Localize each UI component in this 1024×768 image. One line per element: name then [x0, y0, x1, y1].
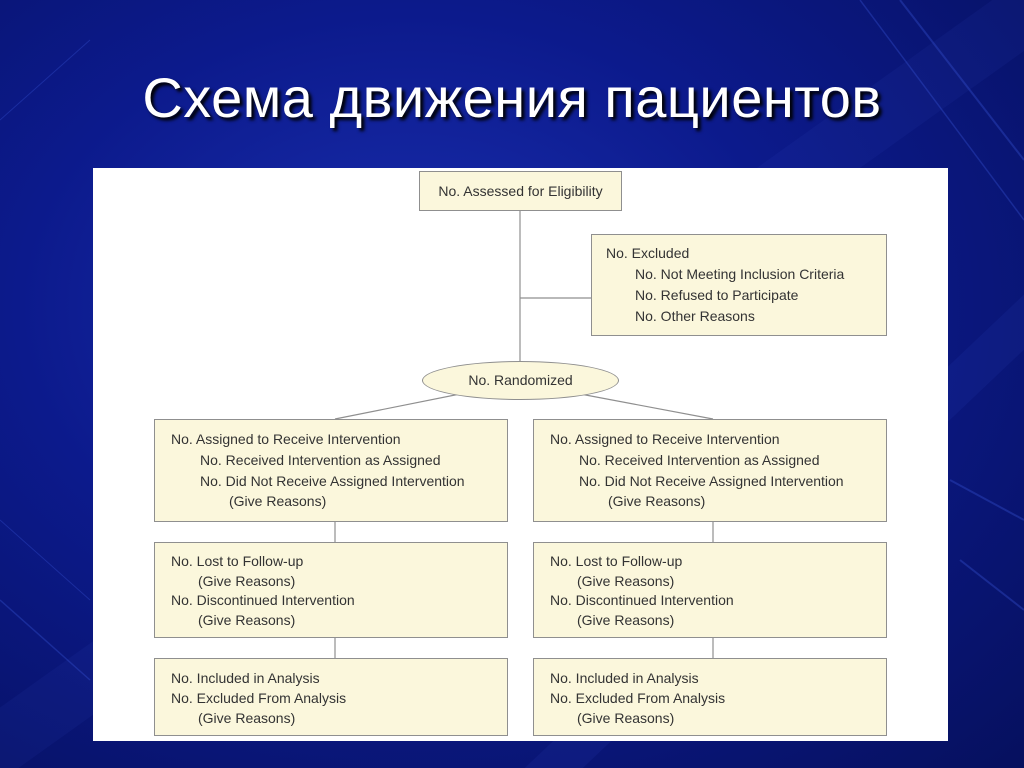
analysis-box-left: No. Included in Analysis No. Excluded Fr… [154, 658, 508, 736]
discontinued-reasons-label: (Give Reasons) [198, 611, 296, 628]
lost-followup-label: No. Lost to Follow-up [550, 553, 683, 569]
allocation-box-right: No. Assigned to Receive Intervention No.… [533, 419, 887, 522]
randomized-label: No. Randomized [468, 372, 573, 388]
reasons-label: (Give Reasons) [608, 493, 706, 509]
lost-reasons-label: (Give Reasons) [198, 572, 296, 589]
randomized-node: No. Randomized [422, 361, 619, 400]
excluded-heading: No. Excluded [606, 245, 690, 261]
excluded-item: No. Not Meeting Inclusion Criteria [635, 266, 845, 282]
excluded-item: No. Refused to Participate [635, 287, 799, 303]
slide-title: Схема движения пациентов [142, 66, 882, 129]
discontinued-reasons-label: (Give Reasons) [577, 611, 675, 628]
excluded-item: No. Other Reasons [635, 308, 755, 324]
followup-box-right: No. Lost to Follow-up (Give Reasons) No.… [533, 542, 887, 638]
included-analysis-label: No. Included in Analysis [550, 670, 699, 686]
assigned-label: No. Assigned to Receive Intervention [171, 431, 401, 447]
analysis-reasons-label: (Give Reasons) [198, 710, 296, 726]
excluded-analysis-label: No. Excluded From Analysis [171, 690, 347, 706]
assessed-eligibility-box: No. Assessed for Eligibility [419, 171, 622, 211]
included-analysis-label: No. Included in Analysis [171, 670, 320, 686]
analysis-box-right: No. Included in Analysis No. Excluded Fr… [533, 658, 887, 736]
allocation-box-left: No. Assigned to Receive Intervention No.… [154, 419, 508, 522]
excluded-analysis-label: No. Excluded From Analysis [550, 690, 726, 706]
reasons-label: (Give Reasons) [229, 493, 327, 509]
flowchart-connectors [334, 211, 714, 658]
received-label: No. Received Intervention as Assigned [579, 452, 820, 468]
excluded-box: No. Excluded No. Not Meeting Inclusion C… [591, 234, 887, 336]
discontinued-label: No. Discontinued Intervention [550, 592, 734, 608]
received-label: No. Received Intervention as Assigned [200, 452, 441, 468]
discontinued-label: No. Discontinued Intervention [171, 592, 355, 608]
followup-box-left: No. Lost to Follow-up (Give Reasons) No.… [154, 542, 508, 638]
assessed-label: No. Assessed for Eligibility [438, 183, 603, 199]
analysis-reasons-label: (Give Reasons) [577, 710, 675, 726]
lost-followup-label: No. Lost to Follow-up [171, 553, 304, 569]
not-received-label: No. Did Not Receive Assigned Interventio… [579, 473, 844, 489]
flowchart-panel: No. Assessed for Eligibility No. Exclude… [93, 168, 948, 741]
lost-reasons-label: (Give Reasons) [577, 572, 675, 589]
not-received-label: No. Did Not Receive Assigned Interventio… [200, 473, 465, 489]
assigned-label: No. Assigned to Receive Intervention [550, 431, 780, 447]
